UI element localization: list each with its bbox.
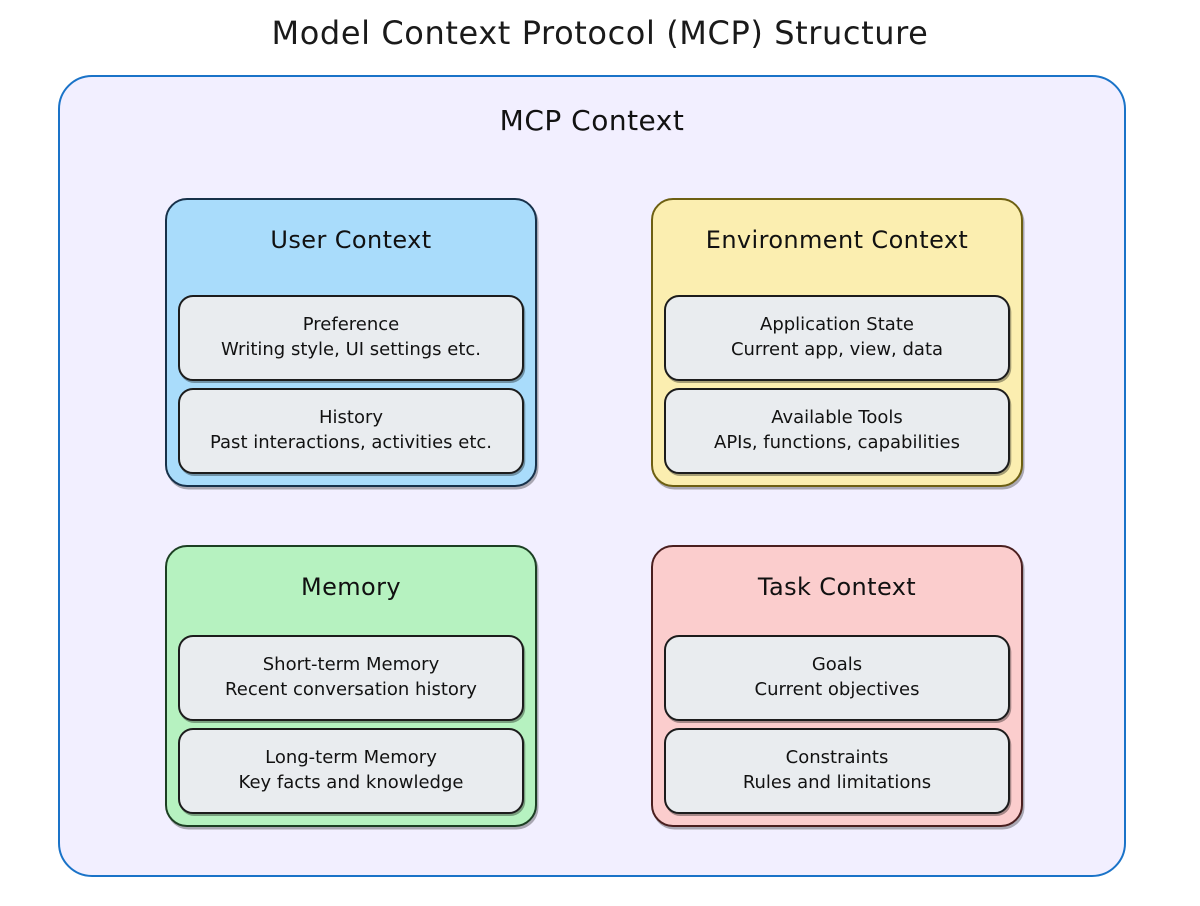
- page-title: Model Context Protocol (MCP) Structure: [271, 14, 929, 52]
- card-title: History: [318, 406, 384, 428]
- context-groups-grid: User Context Preference Writing style, U…: [165, 198, 1023, 828]
- card-goals[interactable]: Goals Current objectives: [664, 635, 1010, 721]
- card-history[interactable]: History Past interactions, activities et…: [178, 388, 524, 474]
- group-task-context[interactable]: Task Context Goals Current objectives Co…: [651, 545, 1023, 827]
- mcp-context-label: MCP Context: [499, 104, 685, 137]
- group-environment-context[interactable]: Environment Context Application State Cu…: [651, 198, 1023, 487]
- card-title: Long-term Memory: [265, 746, 437, 768]
- card-subtitle: Rules and limitations: [742, 772, 932, 793]
- card-preference[interactable]: Preference Writing style, UI settings et…: [178, 295, 524, 381]
- card-short-term-memory[interactable]: Short-term Memory Recent conversation hi…: [178, 635, 524, 721]
- card-subtitle: Current objectives: [754, 679, 920, 700]
- card-subtitle: Recent conversation history: [225, 679, 477, 700]
- card-subtitle: Past interactions, activities etc.: [209, 432, 493, 453]
- card-title: Preference: [302, 313, 400, 335]
- group-title-environment-context: Environment Context: [705, 226, 969, 254]
- group-title-user-context: User Context: [270, 226, 432, 254]
- card-available-tools[interactable]: Available Tools APIs, functions, capabil…: [664, 388, 1010, 474]
- card-subtitle: Current app, view, data: [730, 339, 944, 360]
- card-subtitle: Key facts and knowledge: [238, 772, 464, 793]
- card-constraints[interactable]: Constraints Rules and limitations: [664, 728, 1010, 814]
- mcp-context-container: MCP Context User Context Preference Writ…: [58, 75, 1126, 877]
- card-long-term-memory[interactable]: Long-term Memory Key facts and knowledge: [178, 728, 524, 814]
- group-cards-task-context: Goals Current objectives Constraints Rul…: [653, 607, 1021, 825]
- card-title: Application State: [760, 313, 914, 335]
- card-subtitle: APIs, functions, capabilities: [714, 432, 960, 453]
- card-title: Available Tools: [771, 406, 903, 428]
- group-cards-memory: Short-term Memory Recent conversation hi…: [167, 607, 535, 825]
- group-memory[interactable]: Memory Short-term Memory Recent conversa…: [165, 545, 537, 827]
- card-subtitle: Writing style, UI settings etc.: [220, 339, 482, 360]
- card-title: Goals: [811, 653, 863, 675]
- group-title-memory: Memory: [300, 573, 401, 601]
- group-title-task-context: Task Context: [757, 573, 917, 601]
- card-application-state[interactable]: Application State Current app, view, dat…: [664, 295, 1010, 381]
- card-title: Short-term Memory: [262, 653, 440, 675]
- group-cards-environment-context: Application State Current app, view, dat…: [653, 260, 1021, 485]
- card-title: Constraints: [785, 746, 889, 768]
- group-user-context[interactable]: User Context Preference Writing style, U…: [165, 198, 537, 487]
- group-cards-user-context: Preference Writing style, UI settings et…: [167, 260, 535, 485]
